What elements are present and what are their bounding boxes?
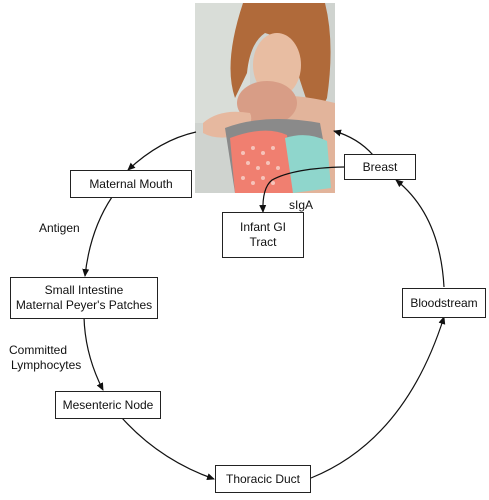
bloodstream-node: Bloodstream: [402, 288, 486, 318]
committed-label: Committed: [9, 343, 68, 357]
bloodstream-label: Bloodstream: [410, 295, 478, 310]
arrow-breast-to-photo: [333, 129, 374, 156]
mesenteric-node-label: Mesenteric Node: [62, 397, 154, 412]
mesenteric-node-box: Mesenteric Node: [55, 391, 161, 419]
antigen-label: Antigen: [39, 221, 80, 235]
arrow-mouth-to-intestine: [82, 196, 113, 277]
maternal-mouth-label: Maternal Mouth: [89, 176, 173, 191]
maternal-mouth-node: Maternal Mouth: [70, 170, 192, 198]
small-intestine-label: Small Intestine: [44, 283, 124, 297]
arrow-node-to-duct: [121, 417, 215, 480]
arrow-breast-to-infant: [259, 166, 345, 213]
infant-gi-label: Infant GI: [239, 220, 287, 234]
lymphocytes-label: Lymphocytes: [11, 358, 82, 372]
siga-label: sIgA: [289, 198, 314, 212]
breast-node: Breast: [344, 154, 416, 180]
arrow-photo-to-mouth: [127, 131, 197, 171]
committed-lymphocytes-label: Committed Lymphocytes: [9, 343, 81, 373]
arrow-intestine-to-node: [83, 316, 104, 391]
tract-label: Tract: [249, 235, 277, 249]
peyers-patches-label: Maternal Peyer's Patches: [15, 298, 153, 312]
thoracic-duct-node: Thoracic Duct: [215, 465, 311, 493]
arrow-bloodstream-to-breast: [395, 179, 445, 288]
small-intestine-node: Small Intestine Maternal Peyer's Patches: [10, 277, 158, 319]
arrow-duct-to-bloodstream: [310, 316, 446, 479]
breast-label: Breast: [362, 159, 398, 174]
infant-gi-tract-node: Infant GI Tract: [222, 212, 304, 258]
thoracic-duct-label: Thoracic Duct: [225, 471, 301, 486]
